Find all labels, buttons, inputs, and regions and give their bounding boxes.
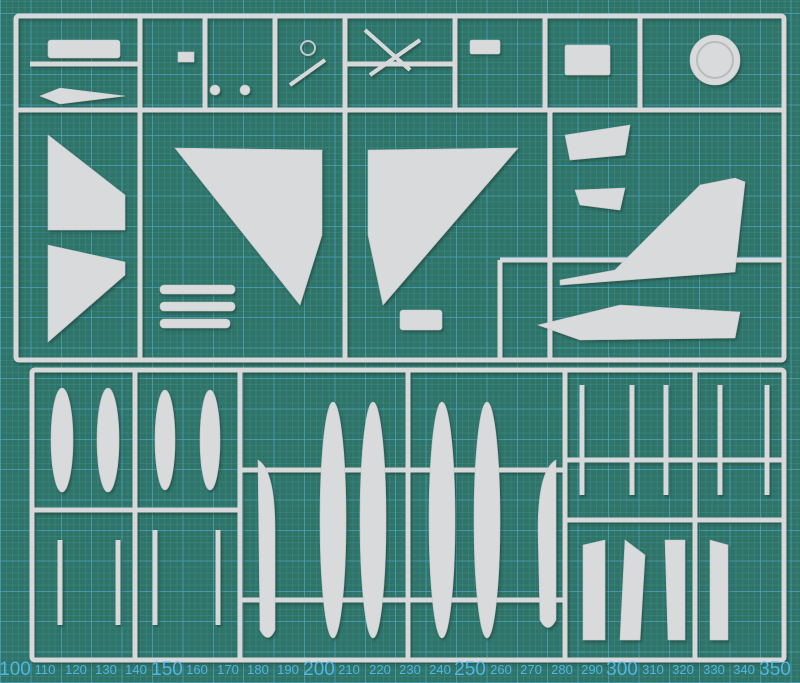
missiles	[57, 385, 770, 625]
ruler-label: 180	[247, 662, 269, 677]
pylon-part	[582, 539, 606, 641]
upper-sprue-frame	[13, 13, 787, 363]
pylon-part	[664, 539, 686, 641]
vertical-tail	[559, 177, 746, 286]
ruler-label: 190	[277, 662, 299, 677]
ruler-label: 150	[151, 659, 183, 680]
pylon-part	[159, 318, 231, 329]
cutting-mat-ruler: 100 110 120 130 140 150 160 170 180 190 …	[0, 659, 800, 683]
wing-right	[367, 147, 519, 306]
ruler-label: 210	[338, 662, 360, 677]
ruler-label: 330	[703, 662, 725, 677]
ruler-label: 320	[672, 662, 694, 677]
wing-left	[174, 147, 323, 306]
ruler-label: 130	[95, 662, 117, 677]
ruler-label: 280	[551, 662, 573, 677]
lower-sprue-frame	[29, 367, 787, 663]
ruler-label: 350	[759, 659, 791, 680]
ruler-label: 120	[65, 662, 87, 677]
ruler-label: 220	[369, 662, 391, 677]
ruler-label: 300	[606, 659, 638, 680]
flap-part	[564, 124, 631, 161]
wing-part-left-upper	[47, 134, 126, 231]
ruler-label: 270	[520, 662, 542, 677]
ruler-label: 240	[429, 662, 451, 677]
fuselage-spine	[536, 304, 741, 341]
bombs	[50, 387, 221, 493]
small-part	[399, 309, 443, 331]
fuel-tanks	[257, 401, 557, 639]
ruler-label: 100	[0, 659, 31, 680]
ruler-label: 140	[125, 662, 147, 677]
pylon-part	[709, 539, 729, 641]
pylon-part	[159, 284, 236, 295]
ruler-label: 290	[581, 662, 603, 677]
small-parts-top-row	[39, 28, 741, 105]
ruler-label: 170	[217, 662, 239, 677]
ruler-label: 250	[454, 659, 486, 680]
ruler-label: 310	[642, 662, 664, 677]
pylon-part	[619, 539, 646, 641]
wing-part-left-lower	[47, 244, 126, 343]
ruler-label: 230	[399, 662, 421, 677]
ruler-label: 110	[34, 662, 56, 677]
ruler-label: 160	[186, 662, 208, 677]
ruler-label: 260	[490, 662, 512, 677]
ruler-label: 200	[303, 659, 335, 680]
flap-part	[574, 187, 626, 211]
ruler-label: 340	[733, 662, 755, 677]
pylon-part	[159, 301, 236, 312]
